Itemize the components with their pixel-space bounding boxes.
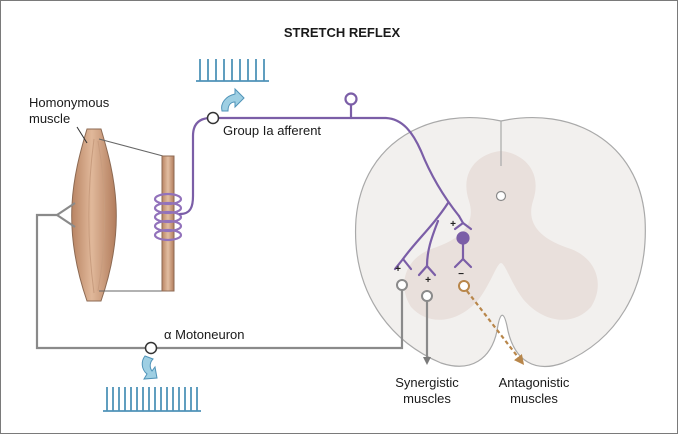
synapse-fork-synergist [393, 257, 413, 271]
sign-minus-antagonist: − [458, 269, 464, 280]
label-homonymous-muscle-line2: muscle [29, 111, 70, 126]
afferent-recording-site [206, 111, 220, 125]
diagram-title: STRETCH REFLEX [284, 25, 401, 40]
label-group-ia-afferent: Group Ia afferent [223, 123, 321, 138]
label-synergistic-line1: Synergistic [395, 375, 459, 390]
antagonist-output [466, 290, 525, 365]
group-ia-afferent-pathway [178, 92, 473, 277]
neuromuscular-junction [56, 202, 76, 228]
synapse-fork-interneuron [453, 221, 473, 231]
label-synergistic-line2: muscles [403, 391, 451, 406]
spinal-cord-gray-matter [404, 151, 598, 320]
central-canal [495, 190, 507, 202]
homonymous-muscle [71, 128, 164, 302]
interneuron-branch [457, 214, 465, 225]
motor-recording-site [144, 341, 158, 355]
zoom-line-top [98, 138, 164, 157]
muscle-fiber-line [88, 138, 95, 294]
alpha-motoneuron-soma [421, 290, 433, 302]
spinal-cord-section [354, 117, 646, 367]
sign-plus-interneuron: + [450, 219, 456, 230]
synergist-motoneuron-soma [396, 279, 408, 291]
alpha-motoneuron-axon [35, 213, 404, 350]
drg-cell-body [344, 92, 358, 106]
label-antagonistic-line2: muscles [510, 391, 558, 406]
intrafusal-fiber [161, 155, 175, 292]
muscle-spindle [153, 155, 183, 292]
sign-plus-motoneuron: + [425, 275, 431, 286]
spike-train-icon [103, 387, 201, 412]
synapse-fork-antagonist [453, 257, 473, 269]
alpha-motoneuron-pathway [35, 202, 431, 365]
motoneuron-branch [425, 219, 440, 268]
label-antagonistic-line1: Antagonistic [499, 375, 570, 390]
curved-arrow-icon [141, 355, 158, 380]
antagonist-motoneuron-soma [458, 280, 470, 292]
afferent-axon [178, 116, 461, 218]
annulospiral-coil [153, 192, 183, 242]
synapse-fork-motoneuron [417, 264, 437, 277]
inhibitory-interneuron [456, 231, 470, 245]
label-alpha-motoneuron: α Motoneuron [164, 327, 245, 342]
muscle-fiber-line [97, 140, 106, 292]
sign-plus-synergist: + [395, 264, 401, 275]
spike-train-icon [196, 59, 269, 82]
muscle-body [71, 128, 117, 302]
synergist-branch [401, 201, 450, 261]
label-homonymous-muscle-line1: Homonymous [29, 95, 110, 110]
curved-arrow-icon [221, 87, 245, 112]
label-leader-muscle [76, 126, 88, 144]
